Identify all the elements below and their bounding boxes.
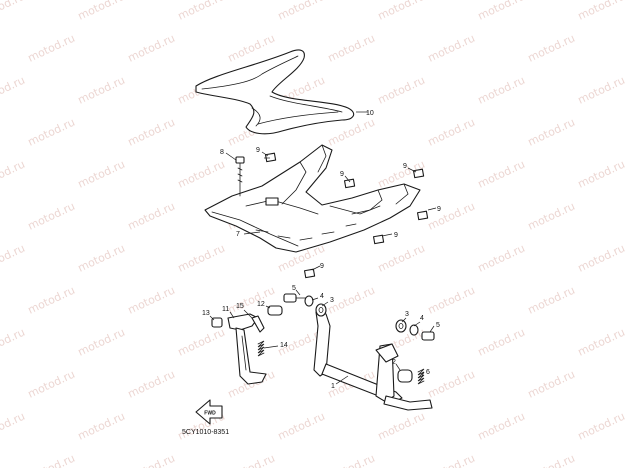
watermark-text-78: motod.ru [126, 452, 177, 468]
watermark-text-62: motod.ru [576, 326, 625, 359]
watermark-text-33: motod.ru [476, 158, 527, 191]
watermark-text-54: motod.ru [526, 284, 577, 317]
watermark-text-48: motod.ru [576, 242, 625, 275]
watermark-text-68: motod.ru [526, 368, 577, 401]
callout-labels: 10 8 9 9 9 9 9 9 7 5 4 3 13 11 15 12 14 … [202, 110, 441, 390]
watermark-text-42: motod.ru [0, 242, 27, 275]
callout-9b: 9 [340, 171, 344, 178]
callout-13: 13 [202, 310, 210, 317]
watermark-text-57: motod.ru [76, 326, 127, 359]
leader-lines [209, 111, 437, 385]
callout-9d: 9 [437, 206, 441, 213]
callout-15: 15 [236, 303, 244, 310]
watermark-text-56: motod.ru [0, 326, 27, 359]
watermark-text-25: motod.ru [426, 116, 477, 149]
callout-2: 2 [392, 359, 396, 366]
watermark-text-73: motod.ru [276, 410, 327, 443]
watermark-text-28: motod.ru [0, 158, 27, 191]
callout-9a: 9 [256, 147, 260, 154]
floor-mat-part [195, 49, 355, 135]
watermark-text-4: motod.ru [376, 0, 427, 23]
watermark-text-5: motod.ru [476, 0, 527, 23]
callout-3-right: 3 [405, 311, 409, 318]
watermark-text-53: motod.ru [426, 284, 477, 317]
watermark-text-26: motod.ru [526, 116, 577, 149]
watermark-text-43: motod.ru [76, 242, 127, 275]
watermark-text-6: motod.ru [576, 0, 625, 23]
callout-5-right: 5 [436, 322, 440, 329]
watermark-text-35: motod.ru [26, 200, 77, 233]
watermark-text-2: motod.ru [176, 0, 227, 23]
callout-5-left: 5 [292, 285, 296, 292]
watermark-text-29: motod.ru [76, 158, 127, 191]
callout-11: 11 [222, 306, 229, 313]
clip-parts-9 [264, 152, 429, 279]
watermark-text-61: motod.ru [476, 326, 527, 359]
watermark-text-67: motod.ru [426, 368, 477, 401]
watermark-text-36: motod.ru [126, 200, 177, 233]
watermark-text-34: motod.ru [576, 158, 625, 191]
watermark-text-82: motod.ru [526, 452, 577, 468]
watermark-text-76: motod.ru [576, 410, 625, 443]
watermark-text-46: motod.ru [376, 242, 427, 275]
watermark-text-39: motod.ru [426, 200, 477, 233]
watermark-text-70: motod.ru [0, 410, 27, 443]
callout-3-left: 3 [330, 297, 334, 304]
watermark-text-44: motod.ru [176, 242, 227, 275]
watermark-text-30: motod.ru [176, 158, 227, 191]
watermark-text-49: motod.ru [26, 284, 77, 317]
watermark-text-7: motod.ru [26, 32, 77, 65]
callout-4-right: 4 [420, 315, 424, 322]
side-stand-assembly [211, 305, 283, 385]
footboard-frame-part [204, 144, 421, 253]
callout-8: 8 [220, 149, 224, 156]
main-stand-assembly [313, 311, 433, 411]
watermark-text-75: motod.ru [476, 410, 527, 443]
watermark-text-74: motod.ru [376, 410, 427, 443]
watermark-text-80: motod.ru [326, 452, 377, 468]
watermark-text-3: motod.ru [276, 0, 327, 23]
watermark-text-21: motod.ru [26, 116, 77, 149]
watermark-text-18: motod.ru [376, 74, 427, 107]
watermark-text-12: motod.ru [526, 32, 577, 65]
callout-7: 7 [236, 231, 240, 238]
callout-10: 10 [366, 110, 374, 117]
watermark-text-71: motod.ru [76, 410, 127, 443]
watermark-text-15: motod.ru [76, 74, 127, 107]
watermark-text-47: motod.ru [476, 242, 527, 275]
watermark-text-10: motod.ru [326, 32, 377, 65]
callout-9e: 9 [394, 232, 398, 239]
watermark-text-14: motod.ru [0, 74, 27, 107]
watermark-text-50: motod.ru [126, 284, 177, 317]
watermark-text-22: motod.ru [126, 116, 177, 149]
watermark-text-81: motod.ru [426, 452, 477, 468]
drawing-code-label: 5CY1010-8351 [182, 429, 229, 436]
callout-6: 6 [426, 369, 430, 376]
callout-9c: 9 [403, 163, 407, 170]
bolt-part-8 [235, 156, 245, 197]
callout-12: 12 [257, 301, 265, 308]
callout-1: 1 [331, 383, 335, 390]
watermark-text-0: motod.ru [0, 0, 27, 23]
watermark-text-20: motod.ru [576, 74, 625, 107]
watermark-text-40: motod.ru [526, 200, 577, 233]
watermark-text-8: motod.ru [126, 32, 177, 65]
front-direction-marker: FWD [195, 399, 223, 425]
watermark-text-58: motod.ru [176, 326, 227, 359]
watermark-text-77: motod.ru [26, 452, 77, 468]
watermark-text-63: motod.ru [26, 368, 77, 401]
watermark-text-79: motod.ru [226, 452, 277, 468]
fwd-arrow-label: FWD [204, 411, 216, 417]
watermark-text-1: motod.ru [76, 0, 127, 23]
watermark-text-64: motod.ru [126, 368, 177, 401]
callout-4-left: 4 [320, 293, 324, 300]
watermark-text-19: motod.ru [476, 74, 527, 107]
callout-9f: 9 [320, 263, 324, 270]
pivot-bolt-group-left [283, 293, 327, 317]
callout-14: 14 [280, 342, 288, 349]
pivot-bolt-group-right [395, 319, 435, 341]
watermark-text-11: motod.ru [426, 32, 477, 65]
